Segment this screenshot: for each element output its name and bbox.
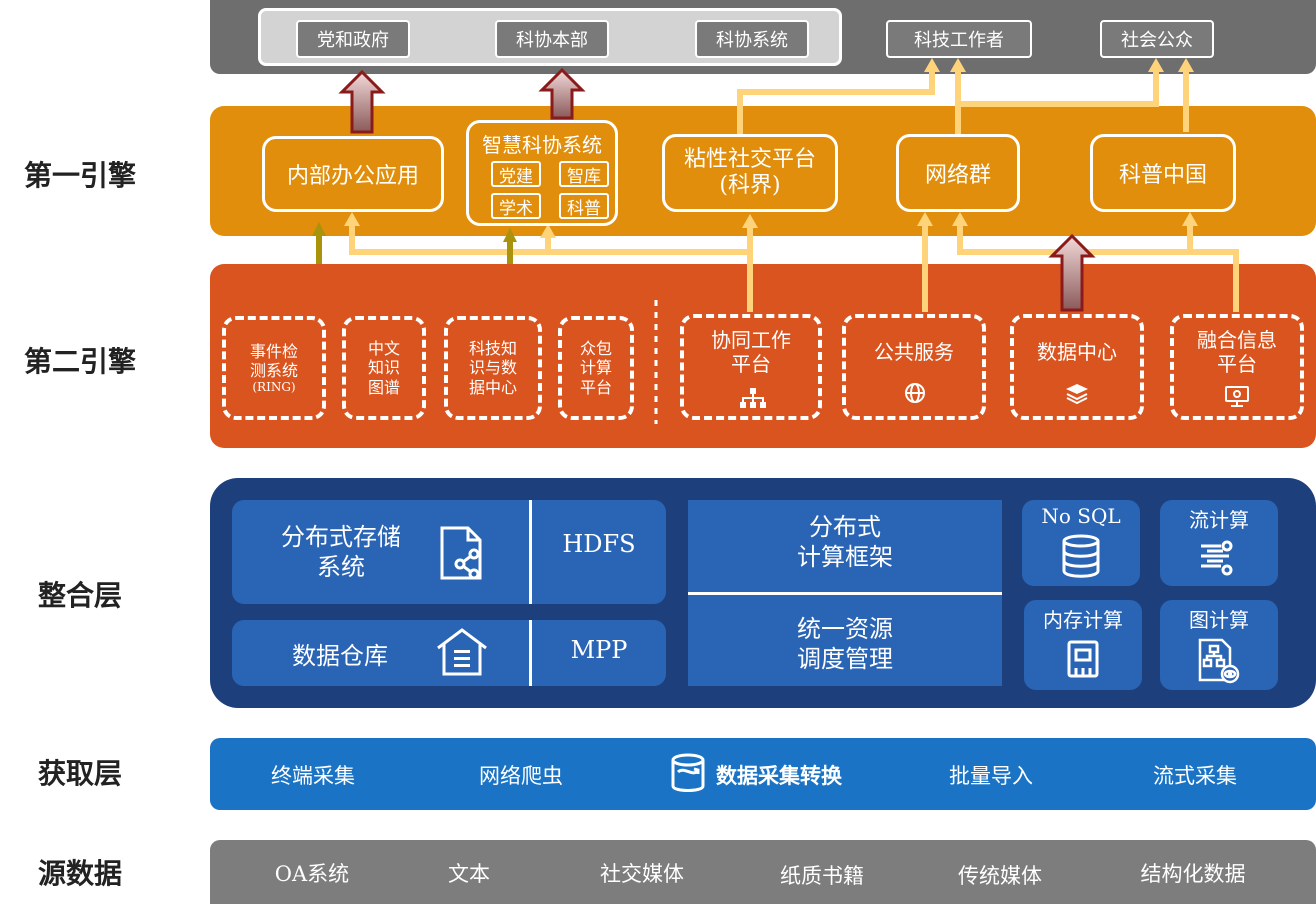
first-engine-band (210, 106, 1316, 236)
smart-item-think-tank: 智库 (559, 161, 609, 187)
storage-divider (529, 500, 532, 604)
compute-divider (688, 592, 1002, 595)
knowledge-center-line2: 识与数 (468, 358, 517, 378)
nosql-label: No SQL (1041, 504, 1121, 528)
smart-item-party: 党建 (491, 161, 541, 187)
top-box-party-government: 党和政府 (296, 20, 410, 58)
layer-label-second-engine: 第二引擎 (23, 345, 136, 378)
first-box-smart-system: 智慧科协系统 党建 智库 学术 科普 (466, 120, 618, 226)
graph-label: 图计算 (1189, 608, 1249, 632)
stream-flow-icon (1201, 540, 1233, 576)
second-box-fusion-platform: 融合信息 平台 (1170, 314, 1304, 420)
dist-compute-line2: 计算框架 (797, 543, 893, 571)
collab-line1: 协同工作 (711, 328, 791, 352)
memory-tile: 内存计算 (1024, 600, 1142, 690)
graph-document-icon (1198, 638, 1240, 684)
crowdsourcing-line3: 平台 (579, 377, 612, 397)
layer-label-source: 源数据 (37, 857, 122, 890)
warehouse-divider (529, 620, 532, 686)
stream-label: 流计算 (1189, 508, 1249, 532)
layer-label-acquisition: 获取层 (37, 757, 122, 790)
dist-storage-line2: 系统 (317, 553, 365, 581)
collab-line2: 平台 (731, 352, 771, 376)
second-box-data-center: 数据中心 (1010, 314, 1144, 420)
top-box-association-system: 科协系统 (695, 20, 809, 58)
dist-compute-line1: 分布式 (809, 513, 881, 541)
stream-tile: 流计算 (1160, 500, 1278, 586)
smart-item-academic: 学术 (491, 193, 541, 219)
first-box-social-platform: 粘性社交平台 (科界) (662, 134, 838, 212)
resource-line1: 统一资源 (797, 615, 893, 643)
second-box-collab-platform: 协同工作 平台 (680, 314, 822, 420)
memory-chip-icon (1067, 640, 1099, 678)
source-traditional-media: 传统媒体 (958, 864, 1042, 888)
crowdsourcing-line2: 计算 (579, 358, 612, 378)
data-center-label: 数据中心 (1037, 340, 1117, 364)
fusion-line2: 平台 (1217, 352, 1257, 376)
second-box-knowledge-data-center: 科技知 识与数 据中心 (444, 316, 542, 420)
event-detection-line2: 测系统 (249, 360, 298, 380)
monitor-icon (1225, 386, 1249, 407)
top-box-public: 社会公众 (1100, 20, 1214, 58)
layers-icon (1066, 384, 1088, 404)
nosql-tile: No SQL (1022, 500, 1140, 586)
hdfs-label: HDFS (562, 530, 636, 558)
database-icon (1062, 534, 1100, 578)
source-social-media: 社交媒体 (600, 862, 684, 886)
acquisition-conversion: 数据采集转换 (716, 763, 842, 788)
crowdsourcing-line1: 众包 (579, 339, 612, 359)
warehouse-label: 数据仓库 (292, 642, 388, 670)
knowledge-center-line1: 科技知 (468, 339, 517, 359)
acquisition-band (210, 738, 1316, 810)
data-conversion-icon (671, 753, 705, 792)
fusion-line1: 融合信息 (1197, 328, 1277, 352)
org-chart-icon (740, 388, 766, 408)
first-box-network: 网络群 (896, 134, 1020, 212)
resource-label: 统一资源 调度管理 (688, 614, 1002, 674)
knowledge-graph-line1: 中文 (367, 339, 400, 359)
dist-compute-label: 分布式 计算框架 (688, 512, 1002, 572)
source-oa: OA系统 (274, 862, 350, 886)
resource-line2: 调度管理 (797, 645, 893, 673)
file-share-icon (440, 526, 482, 580)
smart-item-popsci: 科普 (559, 193, 609, 219)
event-detection-line3: (RING) (252, 379, 296, 394)
top-box-sci-workers: 科技工作者 (886, 20, 1032, 58)
smart-system-title: 智慧科协系统 (482, 133, 602, 157)
knowledge-center-line3: 据中心 (468, 377, 517, 397)
source-band (210, 840, 1316, 904)
globe-icon (905, 383, 925, 403)
source-text: 文本 (448, 862, 490, 886)
source-paper-books: 纸质书籍 (780, 864, 864, 888)
acquisition-stream: 流式采集 (1153, 764, 1237, 788)
acquisition-batch-import: 批量导入 (949, 764, 1033, 788)
graph-tile: 图计算 (1160, 600, 1278, 690)
memory-label: 内存计算 (1043, 608, 1123, 632)
acquisition-terminal: 终端采集 (271, 764, 355, 788)
social-platform-line2: (科界) (719, 173, 781, 198)
source-structured-data: 结构化数据 (1140, 862, 1246, 886)
second-box-knowledge-graph: 中文 知识 图谱 (342, 316, 426, 420)
layer-label-first-engine: 第一引擎 (23, 159, 136, 192)
second-box-event-detection: 事件检 测系统 (RING) (222, 316, 326, 420)
knowledge-graph-line2: 知识 (367, 358, 400, 378)
first-box-popsci-china: 科普中国 (1090, 134, 1236, 212)
knowledge-graph-line3: 图谱 (367, 377, 400, 397)
acquisition-crawler: 网络爬虫 (479, 764, 563, 788)
dist-storage-line1: 分布式存储 (281, 523, 401, 551)
public-service-label: 公共服务 (874, 340, 954, 364)
second-box-public-service: 公共服务 (842, 314, 986, 420)
layer-label-integration: 整合层 (37, 579, 122, 612)
dist-storage-label: 分布式存储 系统 (246, 522, 436, 582)
warehouse-icon (437, 628, 487, 676)
second-box-crowdsourcing: 众包 计算 平台 (558, 316, 634, 420)
social-platform-line1: 粘性社交平台 (683, 146, 816, 172)
first-box-office-app: 内部办公应用 (262, 136, 444, 212)
integration-storage-block (232, 500, 666, 604)
top-box-association-hq: 科协本部 (495, 20, 609, 58)
event-detection-line1: 事件检 (249, 341, 298, 361)
mpp-label: MPP (570, 636, 628, 664)
